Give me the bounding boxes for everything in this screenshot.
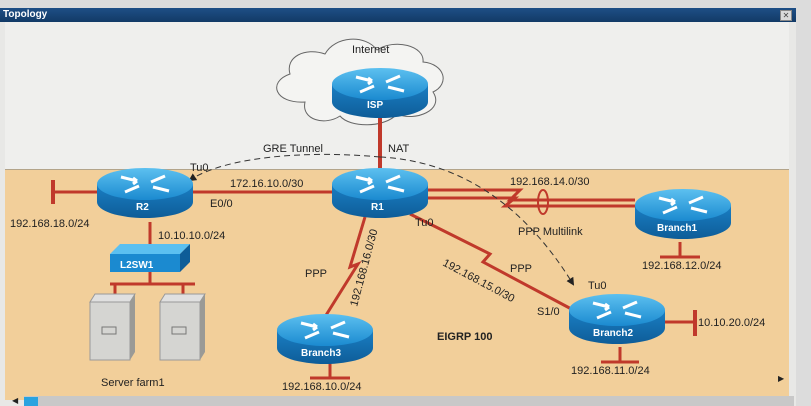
switch-label: L2SW1 <box>120 260 154 271</box>
title-bar: Topology ✕ <box>0 8 796 22</box>
branch2-interface-label: S1/0 <box>537 306 560 318</box>
r1-branch2-subnet-label: 192.168.15.0/30 <box>441 257 517 305</box>
multilink-link-1 <box>425 188 635 202</box>
topology-canvas: Internet <box>5 22 789 400</box>
nat-label: NAT <box>388 143 409 155</box>
branch3-lan-label: 192.168.10.0/24 <box>282 381 362 393</box>
gre-tunnel-r2 <box>188 153 381 182</box>
branch1-lan-label: 192.168.12.0/24 <box>642 260 722 272</box>
multilink-label: PPP Multilink <box>518 226 583 238</box>
r2-label: R2 <box>136 202 149 213</box>
scroll-right-icon[interactable]: ▶ <box>778 374 785 383</box>
gre-tunnel-branch2 <box>379 156 575 286</box>
server-2 <box>159 293 206 361</box>
multilink-subnet-label: 192.168.14.0/30 <box>510 176 590 188</box>
branch2-tunnel-label: Tu0 <box>588 280 607 292</box>
switch-l2sw1 <box>110 244 190 272</box>
scrollbar-thumb[interactable] <box>24 397 38 406</box>
r1-branch2-ppp-label: PPP <box>510 263 532 275</box>
eigrp-label: EIGRP 100 <box>437 331 492 343</box>
server-farm-label: Server farm1 <box>101 377 165 389</box>
internet-label: Internet <box>352 44 389 56</box>
server-1 <box>89 293 136 361</box>
branch2-label: Branch2 <box>593 328 633 339</box>
branch1-label: Branch1 <box>657 223 697 234</box>
gre-tunnel-label: GRE Tunnel <box>263 143 323 155</box>
close-icon[interactable]: ✕ <box>780 10 792 21</box>
r1-label: R1 <box>371 202 384 213</box>
topology-window: Topology ✕ <box>0 8 796 406</box>
r2-interface-label: E0/0 <box>210 198 233 210</box>
branch3-label: Branch3 <box>301 348 341 359</box>
scroll-left-icon[interactable]: ◀ <box>12 396 19 405</box>
branch2-lan-right-label: 10.10.20.0/24 <box>698 317 765 329</box>
r1-tunnel-label: Tu0 <box>415 217 434 229</box>
r2-switch-subnet-label: 10.10.10.0/24 <box>158 230 225 242</box>
r1-branch2-link <box>409 212 578 314</box>
topology-diagram: Internet <box>10 38 765 393</box>
isp-label: ISP <box>367 100 383 111</box>
horizontal-scrollbar[interactable] <box>24 396 794 406</box>
window-title: Topology <box>3 9 48 20</box>
r1-branch3-subnet-label: 192.168.16.0/30 <box>348 228 380 308</box>
multilink-bundle <box>537 189 549 215</box>
multilink-link-2 <box>425 196 635 208</box>
r2-lan-label: 192.168.18.0/24 <box>10 218 90 230</box>
r1-branch3-link <box>321 216 367 321</box>
r1-branch3-ppp-label: PPP <box>305 268 327 280</box>
r1-r2-subnet-label: 172.16.10.0/30 <box>230 178 303 190</box>
branch2-lan-label: 192.168.11.0/24 <box>571 365 650 377</box>
r2-tunnel-label: Tu0 <box>190 162 209 174</box>
